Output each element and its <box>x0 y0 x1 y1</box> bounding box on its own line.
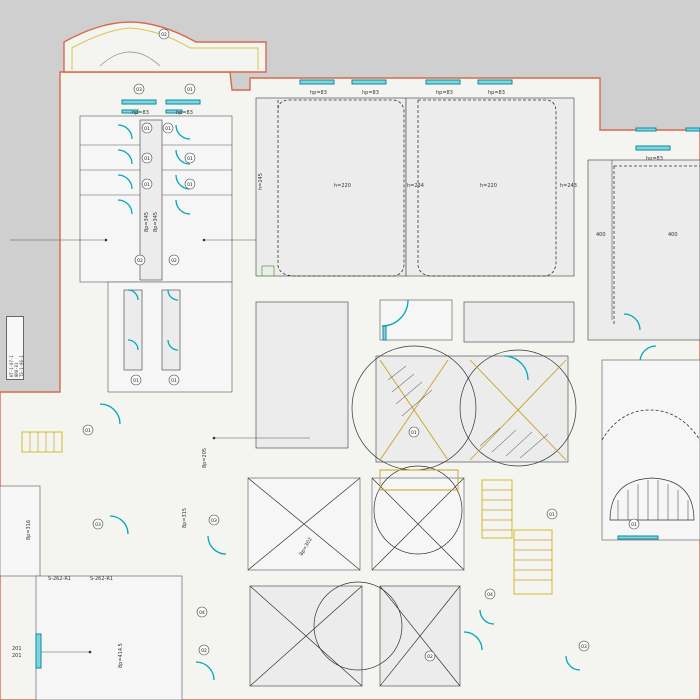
door-tag <box>92 518 104 530</box>
window <box>165 99 201 105</box>
door-tag <box>82 424 94 436</box>
hall-b-label: h=234 <box>407 183 424 189</box>
door-tag-label: 04 <box>487 592 493 598</box>
window <box>477 79 513 85</box>
door-tag-label: 02 <box>171 258 177 264</box>
window-label: hp=83 <box>132 110 149 116</box>
room-bottom-label: 8p=414.5 <box>118 643 124 668</box>
window-label: hp=83 <box>488 90 505 96</box>
door-tag <box>578 640 590 652</box>
door-tags: 02 03 01 01 01 01 01 01 01 02 02 01 01 01 03 03 01 04 04 02… <box>82 28 640 662</box>
title-block-legend: HT-1-07-1 8R0-01 TS-1-06-1 <box>6 316 24 380</box>
door-tag <box>162 122 174 134</box>
door-tag-label: 01 <box>411 430 417 436</box>
door-tag-label: 01 <box>631 522 637 528</box>
door-tag-label: 01 <box>144 126 150 132</box>
left-rooms: 8p=316 8p=414.5 8p=315 S-262-R1 S-262-R1… <box>0 403 581 700</box>
corridor-v2-label: 8p=345 <box>153 212 159 232</box>
door-tag <box>198 644 210 656</box>
door-tag <box>133 83 145 95</box>
window-label: hp=83 <box>362 90 379 96</box>
hall-a-label: h=220 <box>334 183 351 189</box>
window <box>351 79 387 85</box>
door-tag <box>196 606 208 618</box>
hall-d-label: h=243 <box>560 183 577 189</box>
right-room-label: 400 <box>596 232 606 238</box>
door-tag-label: 01 <box>144 156 150 162</box>
door-tag-label: 01 <box>144 182 150 188</box>
legend-line-3: TS-1-06-1 <box>19 355 24 377</box>
door-tag-label: 04 <box>199 610 205 616</box>
door-tag <box>158 28 170 40</box>
right-rooms: 400 400 <box>587 127 700 541</box>
door-tag-label: 03 <box>136 87 142 93</box>
door-tag-label: 01 <box>133 378 139 384</box>
hall-left-label: h=245 <box>258 173 264 190</box>
door-tag-label: 03 <box>95 522 101 528</box>
door-tag-label: 02 <box>161 32 167 38</box>
hall-c-label: h=220 <box>480 183 497 189</box>
door-tag-label: 02 <box>201 648 207 654</box>
window <box>635 145 671 151</box>
door-tag <box>141 178 153 190</box>
side-mark-1: 201 <box>12 646 22 652</box>
door-tag-label: 03 <box>211 518 217 524</box>
bottom-note-2: S-262-R1 <box>48 576 71 582</box>
window <box>299 79 335 85</box>
door-tag-label: 02 <box>427 654 433 660</box>
straight-stairs <box>21 431 553 595</box>
top-windows: hp=83 hp=83 hp=83 hp=83 hp=83 hp=83 hp=83 <box>121 79 671 162</box>
door-tag-label: 01 <box>171 378 177 384</box>
door-tag <box>141 152 153 164</box>
door-tag <box>484 588 496 600</box>
window <box>121 99 157 105</box>
door-tag <box>134 254 146 266</box>
cross-vaults: 8p=302 <box>247 465 465 687</box>
door-tag <box>141 122 153 134</box>
door-tag <box>168 374 180 386</box>
door-tag-label: 03 <box>581 644 587 650</box>
corridor-v1-label: 8p=345 <box>144 212 150 232</box>
window-label: hp=83 <box>310 90 327 96</box>
door-tag-label: 01 <box>187 182 193 188</box>
side-mark-2: 201 <box>12 653 22 659</box>
window <box>425 79 461 85</box>
corridor-h1-label: 8p=205 <box>202 448 208 468</box>
lower-toilets <box>107 281 233 393</box>
door-tag <box>208 514 220 526</box>
left-mid-label: 8p=316 <box>26 520 32 540</box>
middle-blocks: 8p=205 <box>202 299 575 468</box>
right-room-b-label: 400 <box>668 232 678 238</box>
window-label: hp=83 <box>646 156 663 162</box>
door-tag-label: 02 <box>137 258 143 264</box>
door-tag-label: 01 <box>165 126 171 132</box>
door-tag-label: 01 <box>187 87 193 93</box>
door-tag <box>424 650 436 662</box>
door-tag <box>408 426 420 438</box>
door-tag <box>546 508 558 520</box>
door-tag <box>184 152 196 164</box>
door-tag-label: 01 <box>549 512 555 518</box>
window-label: hp=83 <box>436 90 453 96</box>
window-label: hp=83 <box>176 110 193 116</box>
door-tag-label: 01 <box>85 428 91 434</box>
door-tag <box>184 83 196 95</box>
door-tag <box>628 518 640 530</box>
door-tag <box>168 254 180 266</box>
vaulted-stairs <box>351 299 577 471</box>
bottom-note: S-262-R1 <box>90 576 113 582</box>
door-tag <box>184 178 196 190</box>
door-tag <box>130 374 142 386</box>
door-tag-label: 01 <box>187 156 193 162</box>
corridor-h3-label: 8p=315 <box>182 508 188 528</box>
